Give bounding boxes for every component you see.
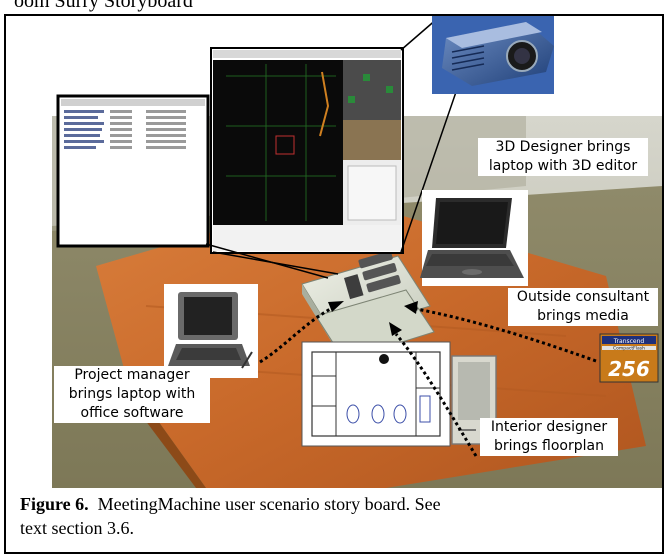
zoom-line (205, 243, 329, 279)
callout-interior-designer: Interior designer brings floorplan (480, 418, 618, 456)
arrowhead-consultant (404, 301, 418, 314)
projector-image (432, 16, 554, 94)
callout-interior-designer-line-2: brings floorplan (494, 438, 604, 454)
arrow-consultant (410, 306, 597, 363)
zoom-line (400, 17, 439, 51)
callout-project-manager: Project manager brings laptop with offic… (54, 366, 210, 423)
partial-header-text: oom Surry Storyboard (14, 0, 193, 12)
compactflash-brand: Transcend (613, 338, 645, 345)
compactflash-capacity: 256 (608, 357, 650, 381)
tablet-laptop-manager (164, 284, 258, 378)
laptop-designer (420, 190, 528, 286)
arrow-interior (394, 333, 478, 457)
callout-outside-consultant-line-2: brings media (537, 308, 629, 324)
arrowhead-interior (389, 322, 402, 336)
callout-3d-designer: 3D Designer brings laptop with 3D editor (478, 138, 648, 176)
callout-project-manager-line-3: office software (80, 405, 184, 421)
file-browser-screenshot (56, 94, 210, 248)
caption-line-1: Figure 6. MeetingMachine user scenario s… (20, 492, 660, 516)
callout-3d-designer-line-1: 3D Designer brings (495, 139, 631, 155)
caption-text-1: MeetingMachine user scenario story board… (97, 494, 441, 514)
figure-frame: Transcend CompactFlash 256 3D Designer b… (4, 14, 664, 554)
zoom-line (400, 91, 457, 253)
callout-outside-consultant: Outside consultant brings media (508, 288, 658, 326)
arrows (259, 304, 597, 457)
storyboard-scene: Transcend CompactFlash 256 (52, 16, 662, 488)
arrow-manager (259, 304, 337, 364)
callout-interior-designer-line-1: Interior designer (490, 419, 608, 435)
callout-project-manager-line-2: brings laptop with (68, 386, 196, 402)
caption-label: Figure 6. (20, 494, 89, 514)
caption-line-2: text section 3.6. (20, 518, 134, 538)
compactflash-subtitle: CompactFlash (613, 346, 645, 352)
arrowhead-manager (328, 301, 344, 312)
callout-project-manager-line-1: Project manager (74, 367, 190, 383)
callout-3d-designer-line-2: laptop with 3D editor (488, 158, 638, 174)
floorplan-image (301, 341, 451, 447)
callout-outside-consultant-line-1: Outside consultant (516, 289, 650, 305)
3d-editor-screenshot (210, 47, 404, 254)
figure-caption: Figure 6. MeetingMachine user scenario s… (20, 492, 660, 540)
compactflash-card-image: Transcend CompactFlash 256 (599, 333, 659, 383)
